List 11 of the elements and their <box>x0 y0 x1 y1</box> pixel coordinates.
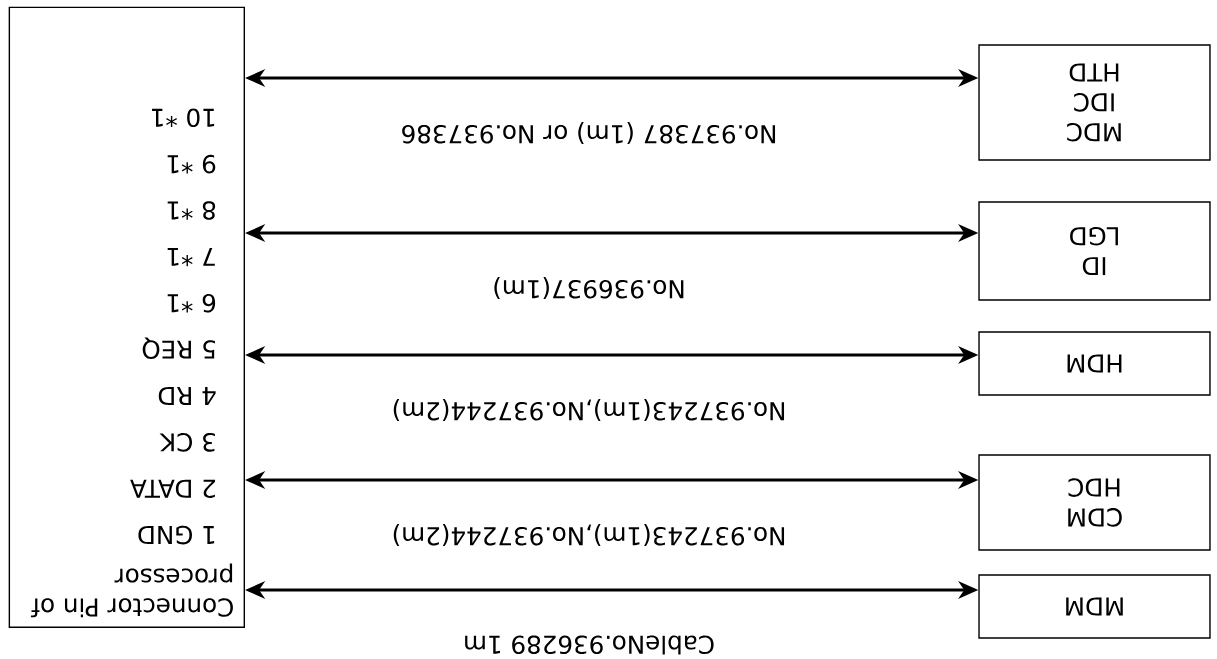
device-box: MDC IDC HTD <box>978 44 1211 161</box>
device-box: ID LGD <box>978 201 1211 301</box>
cable-label: CableNo.936289 1m <box>465 635 714 655</box>
device-box: MDM <box>978 574 1211 639</box>
connector-pin-box: Connector Pin of processor 1 GND 2 DATA 3 CK 4 RD 5 REQ 6 *1 7 *1 8 *1 9 *1 10 *1 <box>8 6 245 628</box>
cable-label: No.936937(1m) <box>494 277 684 299</box>
cable-label: No.937387 (1m) or No.937386 <box>402 122 775 144</box>
cable-label: No.937243(1m),No.937244(2m) <box>393 399 785 421</box>
cable-label: No.937243(1m),No.937244(2m) <box>393 524 785 546</box>
device-box: HDM <box>978 331 1211 396</box>
device-box: CDM HDC <box>978 454 1211 551</box>
